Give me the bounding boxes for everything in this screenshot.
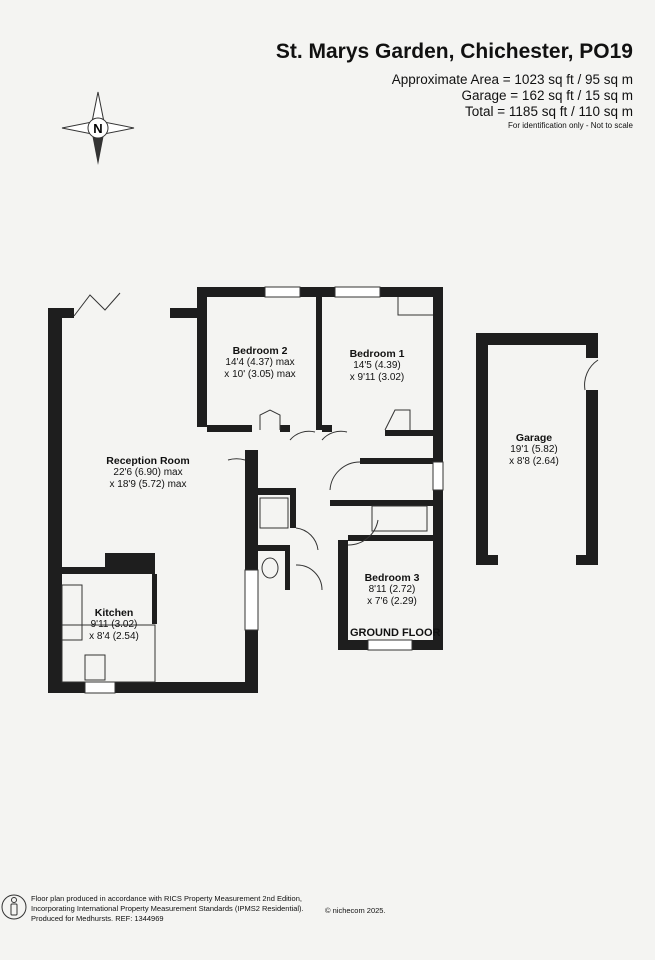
walls xyxy=(48,287,598,693)
copyright: © nichecom 2025. xyxy=(325,906,386,915)
total-area: Total = 1185 sq ft / 110 sq m xyxy=(465,104,633,119)
compass-icon: N xyxy=(61,91,135,165)
floor-label: GROUND FLOOR xyxy=(350,627,441,639)
footer-line-2: Incorporating International Property Mea… xyxy=(31,904,304,913)
doors-and-fixtures xyxy=(61,286,599,694)
approx-area: Approximate Area = 1023 sq ft / 95 sq m xyxy=(391,72,633,87)
footer-line-1: Floor plan produced in accordance with R… xyxy=(31,894,302,903)
footer-notes: Floor plan produced in accordance with R… xyxy=(31,894,304,924)
disclaimer: For identification only - Not to scale xyxy=(508,121,633,130)
footer-line-3: Produced for Medhursts. REF: 1344969 xyxy=(31,914,164,923)
garage-area: Garage = 162 sq ft / 15 sq m xyxy=(461,88,633,103)
property-title: St. Marys Garden, Chichester, PO19 xyxy=(275,40,633,63)
svg-text:N: N xyxy=(93,121,102,136)
footer-person-icon xyxy=(1,894,27,920)
